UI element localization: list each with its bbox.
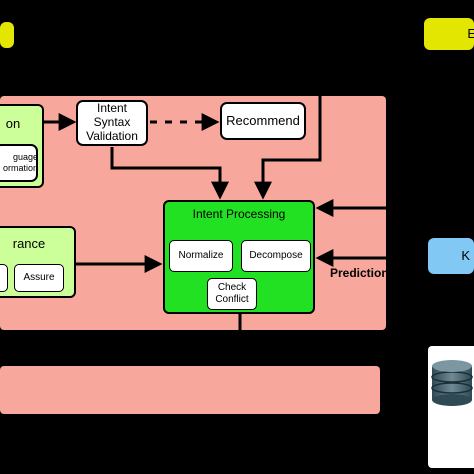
language-line: guage bbox=[12, 152, 38, 162]
left-cropped-button bbox=[0, 264, 8, 292]
left-component-box: on guage ormation bbox=[0, 104, 44, 188]
right-blue-box-label: K bbox=[461, 247, 470, 263]
database-icon bbox=[431, 360, 473, 406]
bottom-bar bbox=[0, 366, 380, 414]
assurance-box: rance Assure bbox=[0, 226, 76, 298]
right-yellow-tab: E bbox=[424, 18, 474, 50]
language-information-box: guage ormation bbox=[0, 144, 38, 182]
recommend-box: Recommend bbox=[220, 102, 306, 140]
intent-syntax-validation-box: Intent Syntax Validation bbox=[76, 100, 148, 146]
assure-button: Assure bbox=[14, 264, 64, 292]
decompose-label: Decompose bbox=[249, 250, 303, 262]
check-line: Check bbox=[217, 282, 247, 293]
right-white-panel bbox=[428, 346, 474, 468]
decompose-box: Decompose bbox=[241, 240, 311, 272]
check-conflict-box: Check Conflict bbox=[207, 278, 257, 310]
right-yellow-tab-label: E bbox=[467, 25, 474, 41]
left-yellow-tab bbox=[0, 22, 14, 48]
assure-label: Assure bbox=[23, 272, 55, 284]
isv-line2: Syntax bbox=[93, 115, 131, 130]
intent-processing-title: Intent Processing bbox=[192, 207, 286, 222]
normalize-label: Normalize bbox=[178, 250, 224, 262]
intent-processing-box: Intent Processing Normalize Decompose Ch… bbox=[163, 200, 315, 314]
prediction-label: Prediction bbox=[330, 266, 389, 280]
isv-line3: Validation bbox=[86, 128, 138, 143]
right-blue-box: K bbox=[428, 238, 474, 274]
left-component-title: on bbox=[5, 115, 21, 131]
information-line: ormation bbox=[2, 163, 38, 174]
conflict-line: Conflict bbox=[215, 294, 249, 305]
normalize-box: Normalize bbox=[169, 240, 233, 272]
recommend-label: Recommend bbox=[226, 112, 300, 128]
assurance-title: rance bbox=[12, 235, 46, 251]
isv-line1: Intent bbox=[96, 101, 128, 116]
